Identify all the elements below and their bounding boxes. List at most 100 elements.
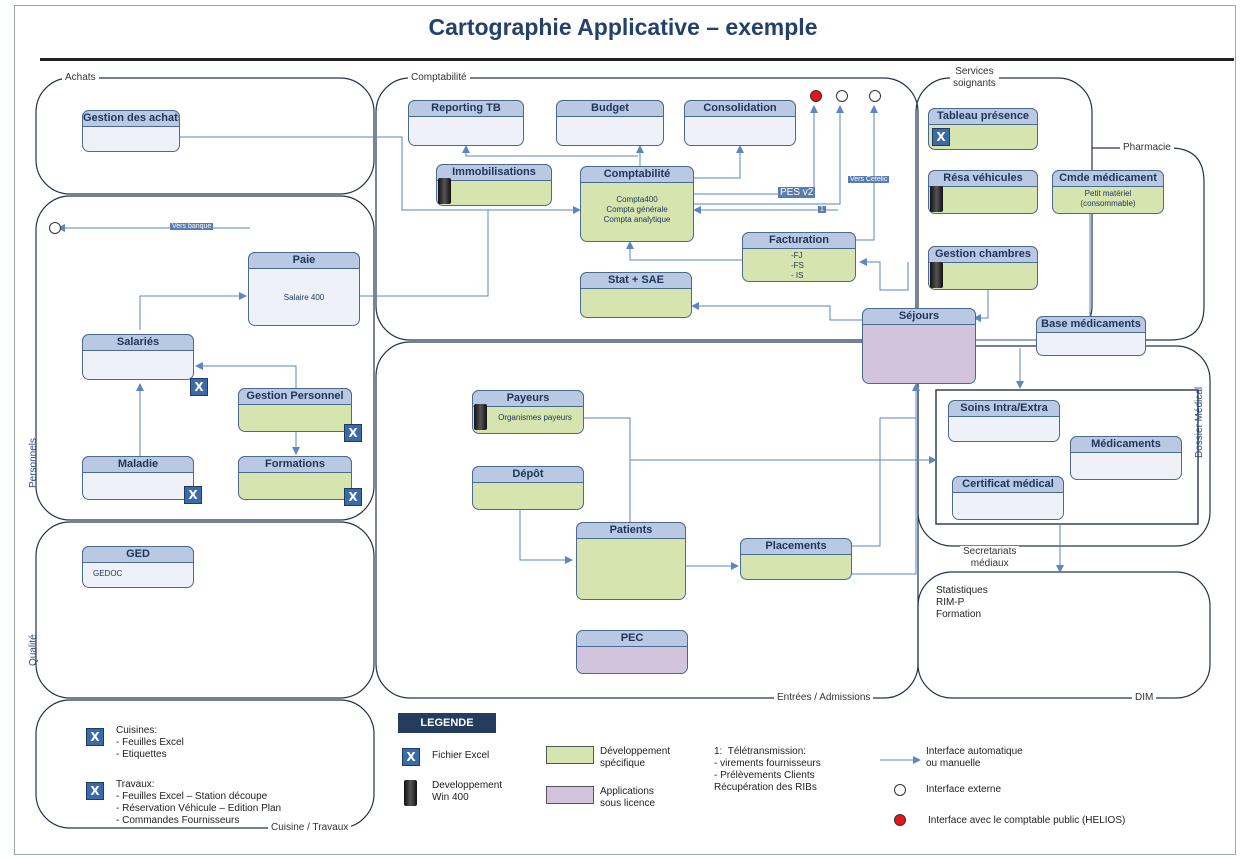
box-gestion-chambres[interactable]: Gestion chambres [928,246,1038,290]
box-body: Salaire 400 [283,293,325,302]
box-title: Maladie [82,456,194,473]
legend-swatch-specifique [546,746,594,764]
box-reporting-tb[interactable]: Reporting TB [408,100,524,146]
box-maladie[interactable]: Maladie [82,456,194,500]
box-title: Séjours [862,308,976,325]
box-placements[interactable]: Placements [740,538,852,580]
zone-label-qualite: Qualité [28,634,39,666]
box-title: PEC [576,630,688,647]
box-soins[interactable]: Soins Intra/Extra [948,400,1060,442]
zone-comptabilite [375,77,919,341]
box-title: Gestion des achats [82,110,180,127]
box-body: -FJ -FS - IS [791,251,804,280]
legend-teletransmission: 1: Télétransmission: - virements fournis… [714,746,821,793]
box-title: Base médicaments [1036,316,1146,333]
diagram-frame [14,5,1236,855]
box-comptabilite[interactable]: Comptabilité Compta400 Compta générale C… [580,166,694,242]
box-title: Médicaments [1070,436,1182,453]
box-title: Tableau présence [928,108,1038,125]
excel-file-icon: X [344,424,362,442]
excel-file-icon: X [932,128,950,146]
box-tableau-presence[interactable]: Tableau présence [928,108,1038,150]
legend-dev-specifique: Développement spécifique [600,746,671,769]
box-stat-sae[interactable]: Stat + SAE [580,272,692,318]
box-resa-vehicules[interactable]: Résa véhicules [928,170,1038,214]
legend-helios-dot-icon [894,814,906,826]
box-title: Facturation [742,232,856,249]
box-title: GED [82,546,194,563]
zone-qualite [35,521,375,699]
box-title: Budget [556,100,664,117]
zone-personnels [35,195,375,521]
zone-label-dossier: Dossier Médical [1194,386,1205,458]
box-depot[interactable]: Dépôt [472,466,584,510]
zone-label-entrees: Entrées / Admissions [774,692,874,703]
zone-achats [35,77,375,195]
box-medicaments[interactable]: Médicaments [1070,436,1182,480]
excel-file-icon: X [344,488,362,506]
box-title: Gestion chambres [928,246,1038,263]
zone-label-personnels: Personnels [28,437,39,488]
box-title: Dépôt [472,466,584,483]
box-title: Salariés [82,334,194,351]
title-rule [40,58,1234,61]
box-salaries[interactable]: Salariés [82,334,194,380]
box-patients[interactable]: Patients [576,522,686,600]
box-cmde-medicament[interactable]: Cmde médicament Petit matériel (consomma… [1052,170,1164,214]
box-title: Patients [576,522,686,539]
box-gestion-achats[interactable]: Gestion des achats [82,110,180,152]
legend-interface-helios: Interface avec le comptable public (HELI… [928,815,1126,826]
server-icon [474,404,487,430]
legend-dev-win400: Developpement Win 400 [432,780,503,803]
box-certificat[interactable]: Certificat médical [952,476,1064,520]
box-pec[interactable]: PEC [576,630,688,674]
zone-label-pharmacie: Pharmacie [1120,142,1174,153]
zone-pharmacie [1092,147,1205,341]
legend-interface-externe: Interface externe [926,784,1002,795]
zone-dim [917,571,1211,699]
box-body: Compta400 Compta générale Compta analyti… [603,195,671,224]
box-facturation[interactable]: Facturation -FJ -FS - IS [742,232,856,282]
cuisines-text: Cuisines: - Feuilles Excel - Etiquettes [116,725,184,760]
link-label-pes-v2: PES v2 [778,187,816,198]
box-formations[interactable]: Formations [238,456,352,500]
box-payeurs[interactable]: Payeurs Organismes payeurs [472,390,584,434]
box-paie[interactable]: Paie Salaire 400 [248,252,360,326]
excel-file-icon: X [184,486,202,504]
excel-file-icon: X [402,748,420,766]
box-title: Reporting TB [408,100,524,117]
box-gestion-personnel[interactable]: Gestion Personnel [238,388,352,432]
box-body: Organismes payeurs [498,413,572,422]
box-title: Formations [238,456,352,473]
excel-file-icon: X [86,728,104,746]
link-label-1: 1 [818,206,826,213]
box-base-medicaments[interactable]: Base médicaments [1036,316,1146,356]
page-title: Cartographie Applicative – exemple [428,14,818,40]
zone-label-comptabilite: Comptabilité [408,72,470,83]
box-ged[interactable]: GED GEDOC [82,546,194,588]
external-dot-icon [869,90,881,102]
box-title: Consolidation [684,100,796,117]
box-consolidation[interactable]: Consolidation [684,100,796,146]
box-immobilisations[interactable]: Immobilisations [436,164,552,206]
box-sejours[interactable]: Séjours [862,308,976,384]
zone-label-achats: Achats [62,72,99,83]
legend-fichier-excel: Fichier Excel [432,750,490,761]
legend-interface-auto: Interface automatique ou manuelle [926,746,1023,769]
excel-file-icon: X [86,782,104,800]
legend-title: LEGENDE [398,713,496,733]
server-icon [404,780,417,806]
box-title: Payeurs [472,390,584,407]
box-title: Paie [248,252,360,269]
server-icon [930,186,943,212]
excel-file-icon: X [190,378,208,396]
box-title: Immobilisations [436,164,552,181]
external-bank-dot-icon [49,222,61,234]
legend-external-dot-icon [894,784,906,796]
helios-dot-icon [810,90,822,102]
box-body: GEDOC [93,569,123,578]
box-title: Certificat médical [952,476,1064,493]
box-budget[interactable]: Budget [556,100,664,146]
box-title: Gestion Personnel [238,388,352,405]
